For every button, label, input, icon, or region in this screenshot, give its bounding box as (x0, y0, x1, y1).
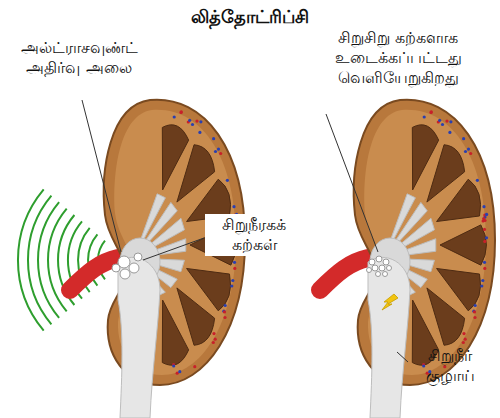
kidney-right (320, 100, 495, 418)
exit-arrow (382, 294, 398, 310)
sound-wave-arc (18, 189, 44, 330)
leader-lines (82, 100, 408, 362)
kidney-left (70, 100, 245, 418)
sound-wave-arc (28, 196, 51, 325)
diagram-title: லித்தோட்ரிப்சி (100, 6, 400, 29)
stones-label: சிறுநீரகக் கற்கள் (205, 214, 303, 256)
ureter-label: சிறுநீர் குழாய் (405, 346, 495, 386)
wave-label: அல்ட்ராசவுண்ட் அதிர்வு அலை (4, 38, 154, 78)
kidney-stones-broken (367, 256, 392, 277)
sound-wave-arc (38, 202, 59, 318)
kidney-stones-whole (112, 253, 142, 279)
broken-stones-label: சிறுசிறு கற்களாக உடைக்கப்பட்டது வெளியேறு… (300, 28, 496, 88)
